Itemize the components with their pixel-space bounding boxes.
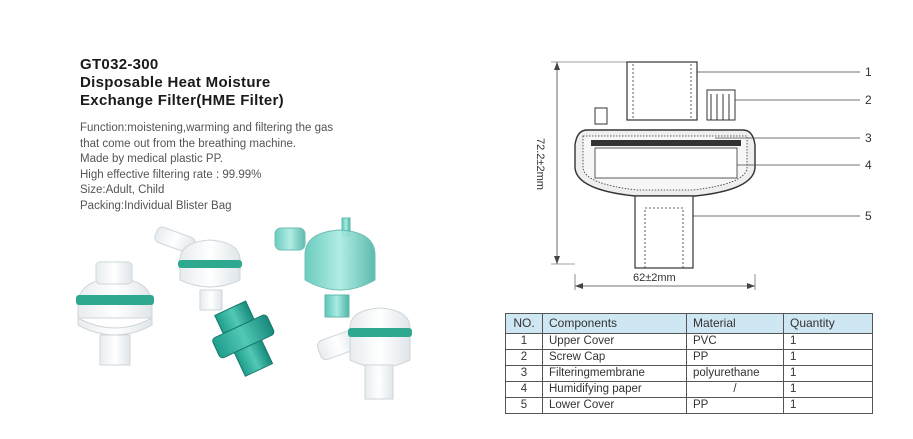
hme-filter-product-photo: [76, 217, 412, 400]
cell-component: Screw Cap: [542, 349, 687, 366]
product-description: Function:moistening,warming and filterin…: [80, 121, 410, 214]
cell-no: 3: [505, 365, 543, 382]
header-no: NO.: [505, 313, 543, 334]
cell-material: PVC: [686, 333, 784, 350]
cell-material: polyurethane: [686, 365, 784, 382]
cell-material: /: [686, 381, 784, 398]
filter-white-angled: [154, 226, 242, 311]
cell-no: 5: [505, 397, 543, 414]
callout-1: 1: [865, 65, 872, 79]
cell-component: Humidifying paper: [542, 381, 687, 398]
product-name-line-1: Disposable Heat Moisture: [80, 74, 271, 91]
cell-component: Filteringmembrane: [542, 365, 687, 382]
header-components: Components: [542, 313, 687, 334]
hme-filter-cross-section-drawing: 72.2±2mm 62±2mm 1 2 3 4 5: [534, 61, 872, 290]
filter-teal-dark: [212, 300, 275, 377]
cell-quantity: 1: [783, 365, 873, 382]
product-title: GT032-300 Disposable Heat Moisture Excha…: [80, 56, 284, 110]
description-line: Packing:Individual Blister Bag: [80, 199, 232, 212]
table-row: 2 Screw Cap PP 1: [505, 349, 873, 366]
table-row: 4 Humidifying paper / 1: [505, 381, 873, 398]
table-row: 5 Lower Cover PP 1: [505, 397, 873, 414]
header-quantity: Quantity: [783, 313, 873, 334]
table-header-row: NO. Components Material Quantity: [505, 313, 873, 334]
cell-quantity: 1: [783, 381, 873, 398]
filter-white-bottom: [316, 307, 412, 400]
table-row: 3 Filteringmembrane polyurethane 1: [505, 365, 873, 382]
product-code: GT032-300: [80, 56, 159, 73]
description-line: Size:Adult, Child: [80, 184, 165, 196]
cell-no: 4: [505, 381, 543, 398]
cell-no: 1: [505, 333, 543, 350]
filter-white-left: [76, 261, 154, 366]
callout-3: 3: [865, 131, 872, 145]
table-row: 1 Upper Cover PVC 1: [505, 333, 873, 350]
cell-component: Upper Cover: [542, 333, 687, 350]
description-line: Function:moistening,warming and filterin…: [80, 122, 334, 134]
cell-component: Lower Cover: [542, 397, 687, 414]
product-name-line-2: Exchange Filter(HME Filter): [80, 92, 284, 109]
description-line: Made by medical plastic PP.: [80, 153, 223, 165]
cell-no: 2: [505, 349, 543, 366]
width-dimension-label: 62±2mm: [633, 272, 676, 284]
components-table: NO. Components Material Quantity 1 Upper…: [505, 313, 873, 414]
cell-quantity: 1: [783, 397, 873, 414]
height-dimension-label: 72.2±2mm: [534, 138, 546, 190]
description-line: High effective filtering rate : 99.99%: [80, 168, 262, 181]
callout-5: 5: [865, 209, 872, 223]
description-line: that come out from the breathing machine…: [80, 137, 297, 150]
header-material: Material: [686, 313, 784, 334]
cell-material: PP: [686, 397, 784, 414]
cell-material: PP: [686, 349, 784, 366]
cell-quantity: 1: [783, 349, 873, 366]
callout-2: 2: [865, 93, 872, 107]
cell-quantity: 1: [783, 333, 873, 350]
callout-4: 4: [865, 158, 872, 172]
filter-teal-right: [274, 217, 376, 318]
